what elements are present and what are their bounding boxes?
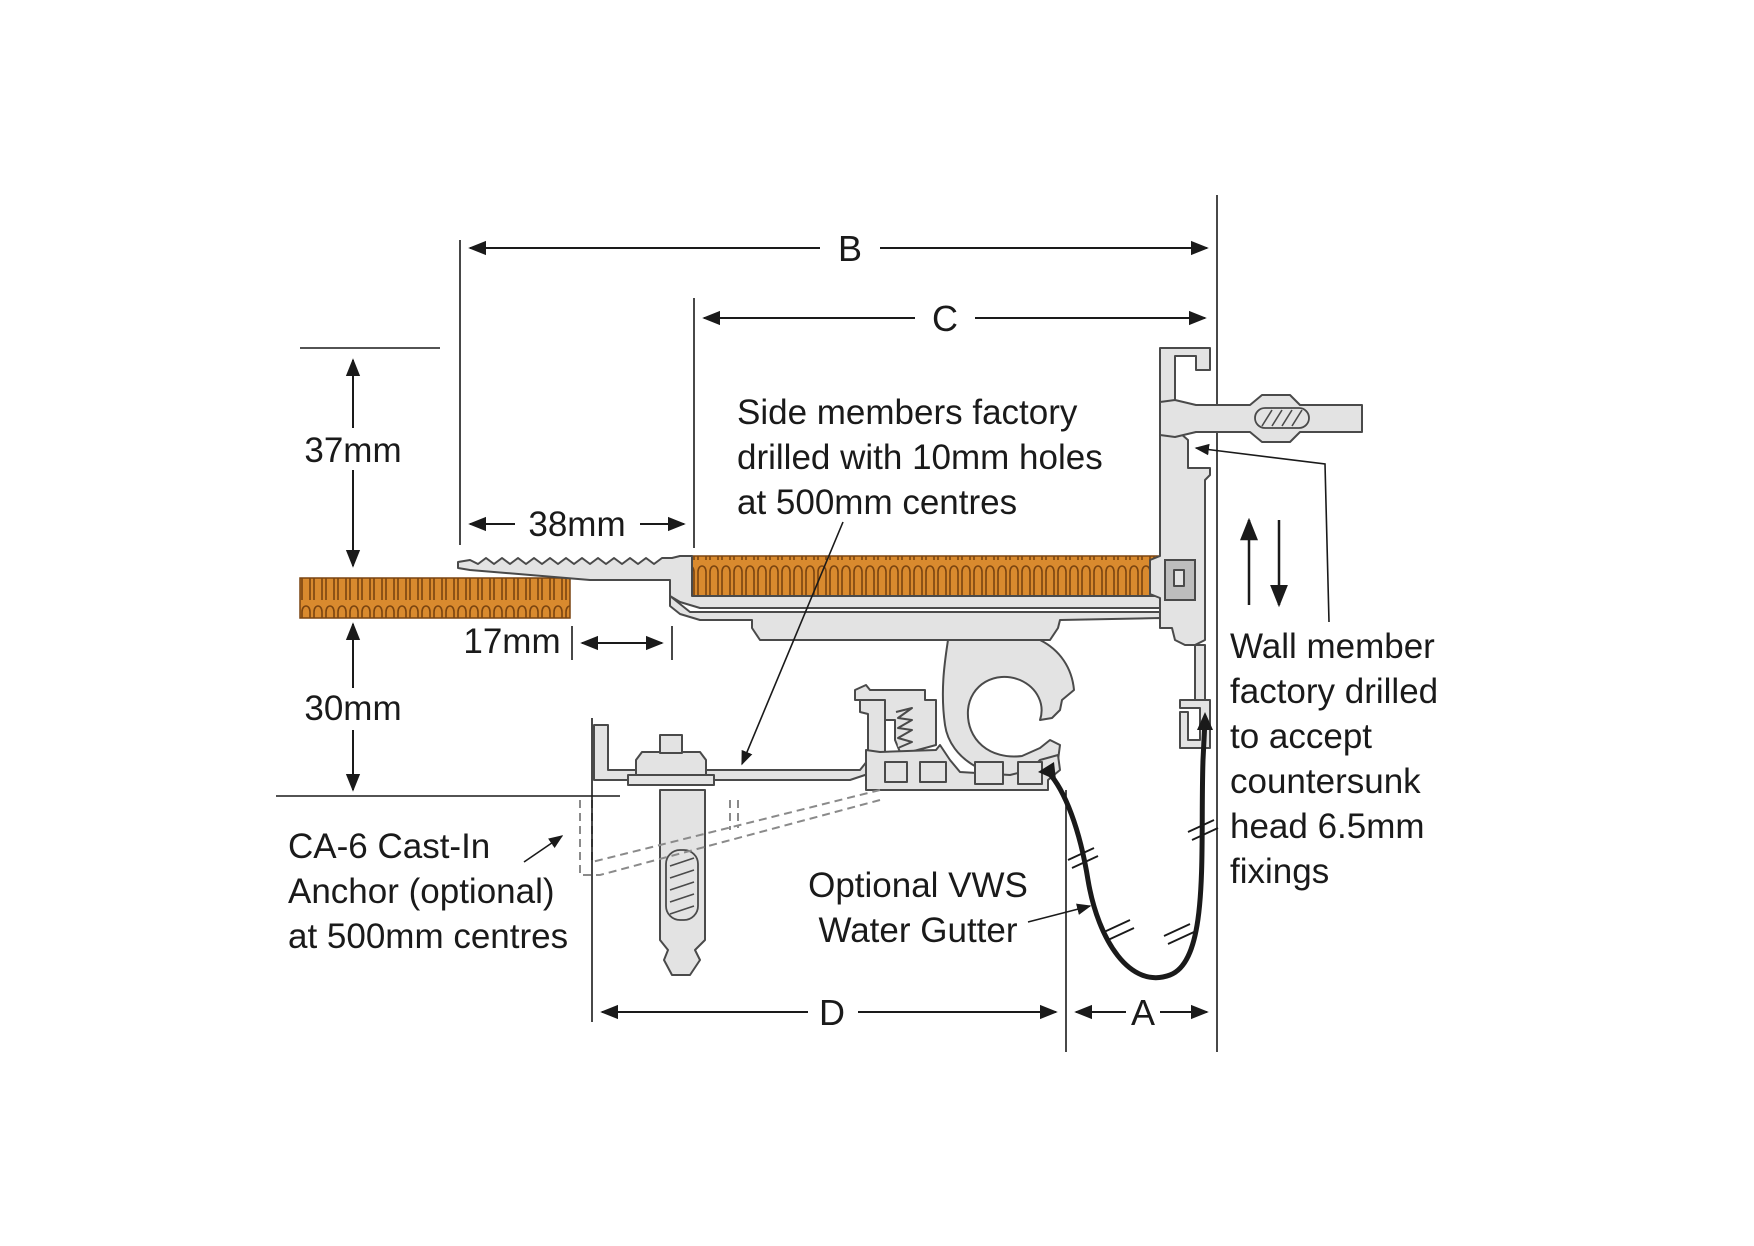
gutter-break-4 [1187, 819, 1219, 841]
floor-anchor-thread-lines [669, 857, 695, 915]
dim-17-label: 17mm [463, 622, 560, 661]
gutter-line-1: Optional VWS [808, 866, 1028, 905]
wall-anchor-thread-lines [1261, 409, 1303, 427]
gutter-break-3 [1163, 923, 1195, 945]
dim-d-label: D [819, 992, 845, 1033]
wall-member-line-1: Wall member [1230, 627, 1435, 666]
wall-member-line-5: head 6.5mm [1230, 807, 1425, 846]
wall-member-line-3: to accept [1230, 717, 1372, 756]
anchor-line-1: CA-6 Cast-In [288, 827, 490, 866]
bolt-tip [659, 734, 683, 754]
dim-a-label: A [1131, 992, 1155, 1033]
dim-37-bg [295, 428, 411, 470]
dim-30-bg [295, 688, 411, 730]
wall-member-line-2: factory drilled [1230, 672, 1438, 711]
gutter-arrow-left [1038, 762, 1056, 780]
gutter-leader [1027, 903, 1092, 923]
carpet-left [299, 577, 571, 619]
side-members-leader [741, 521, 844, 766]
dim-37-label: 37mm [304, 431, 401, 470]
bolt-washer [627, 774, 715, 786]
wall-member-line-4: countersunk [1230, 762, 1421, 801]
dim-c-label: C [932, 298, 958, 339]
anchor-line-3: at 500mm centres [288, 917, 568, 956]
side-members-line-1: Side members factory [737, 393, 1078, 432]
base-slot-4 [1017, 761, 1043, 785]
base-slot-1 [884, 761, 908, 783]
gutter-arrow-right [1197, 712, 1213, 730]
side-member-channel [854, 684, 937, 753]
wall-member-leader [1194, 443, 1330, 623]
dim-38-label: 38mm [528, 505, 625, 544]
anchor-line-2: Anchor (optional) [288, 872, 555, 911]
wall-anchor-thread [1254, 407, 1310, 429]
anchor-leader [523, 835, 564, 863]
cast-in-anchor-outline [579, 789, 881, 876]
wall-member-line-6: fixings [1230, 852, 1329, 891]
carpet-right [691, 555, 1163, 597]
gutter-break-1 [1067, 847, 1099, 869]
gutter-line-2: Water Gutter [818, 911, 1017, 950]
cover-plate-nosing [457, 555, 1163, 609]
gutter-break-2 [1103, 919, 1135, 941]
channel-serration [895, 707, 913, 749]
dim-30-label: 30mm [304, 689, 401, 728]
floor-anchor-thread [665, 849, 699, 921]
side-members-line-3: at 500mm centres [737, 483, 1017, 522]
water-gutter [1046, 719, 1208, 981]
base-slot-2 [919, 761, 947, 783]
wall-member-lower-leg [1194, 644, 1206, 701]
wall-member-slot [1173, 569, 1185, 587]
hinge-knuckle [941, 639, 1075, 778]
dim-b-label: B [838, 228, 862, 269]
side-members-line-2: drilled with 10mm holes [737, 438, 1103, 477]
base-slot-3 [974, 761, 1004, 785]
